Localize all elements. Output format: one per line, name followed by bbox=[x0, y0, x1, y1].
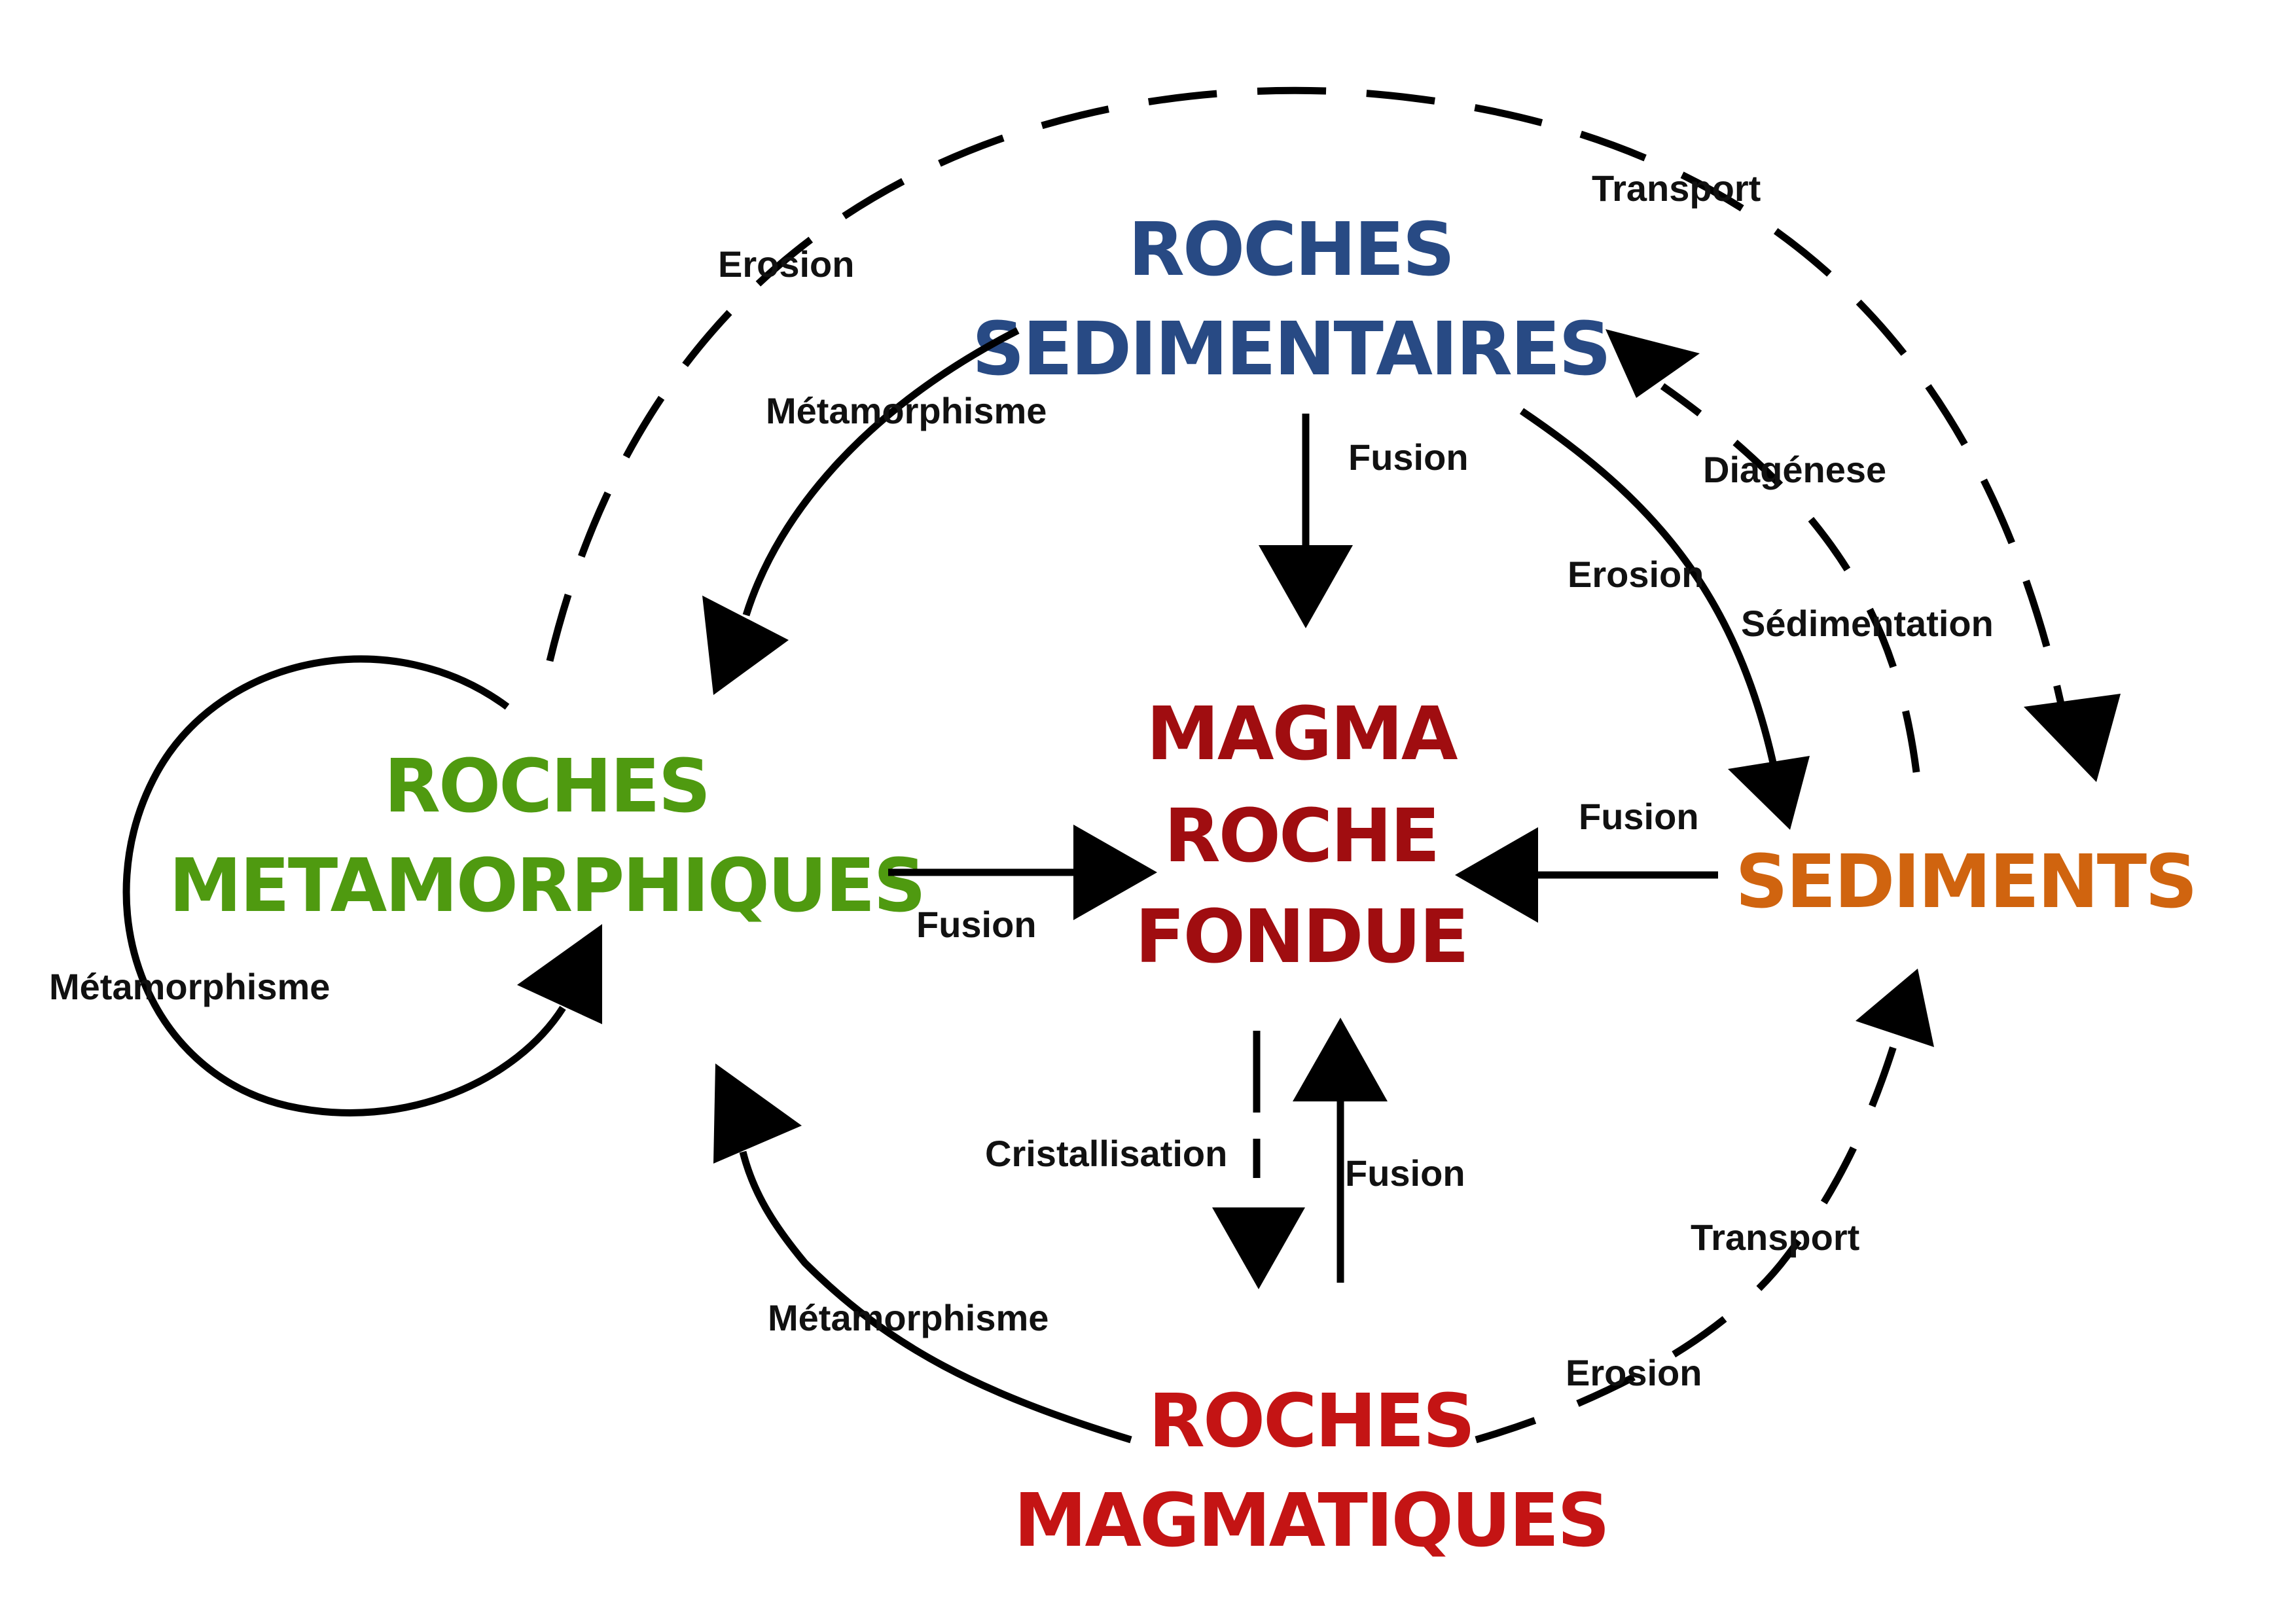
edge-sed-to-meta bbox=[702, 327, 1020, 695]
label-fusion-sed-magma: Fusion bbox=[1348, 437, 1469, 478]
node-roches-sedimentaires: ROCHES SEDIMENTAIRES bbox=[972, 207, 1611, 392]
node-roches-metamorphiques: ROCHES METAMORPHIQUES bbox=[169, 744, 926, 929]
node-magma: MAGMA ROCHE FONDUE bbox=[1135, 692, 1469, 980]
node-sedimentaires-line2: SEDIMENTAIRES bbox=[972, 307, 1609, 392]
node-metamorphiques-line1: ROCHES bbox=[384, 744, 709, 829]
edge-meta-to-magma bbox=[888, 825, 1157, 920]
sed-to-sediments-line bbox=[1519, 408, 1778, 767]
node-magmatiques-line1: ROCHES bbox=[1149, 1379, 1474, 1464]
sediments-to-sed-arrowhead bbox=[1605, 329, 1700, 398]
label-fusion-meta-magma: Fusion bbox=[916, 904, 1037, 945]
node-magma-line1: MAGMA bbox=[1146, 692, 1458, 777]
sed-to-meta-arrowhead bbox=[702, 596, 789, 695]
node-sediments-line1: SEDIMENTS bbox=[1735, 840, 2196, 925]
node-magmatiques-line2: MAGMATIQUES bbox=[1014, 1478, 1608, 1563]
label-erosion-lower: Erosion bbox=[1566, 1352, 1702, 1393]
label-transport-outer: Transport bbox=[1592, 168, 1761, 209]
meta-self-loop-arrowhead bbox=[517, 924, 602, 1024]
label-sedimentation: Sédimentation bbox=[1741, 603, 1994, 644]
edge-sediments-to-sed bbox=[1605, 329, 1920, 773]
meta-self-loop-line bbox=[122, 655, 566, 1116]
edge-mag-to-sediments bbox=[1475, 969, 1934, 1444]
label-erosion-sed-sediments: Erosion bbox=[1568, 554, 1704, 595]
meta-to-magma-arrowhead bbox=[1073, 825, 1157, 920]
label-cristallisation: Cristallisation bbox=[985, 1133, 1227, 1174]
sediments-to-magma-arrowhead bbox=[1455, 827, 1538, 923]
edge-outer-erosion-transport bbox=[546, 86, 2121, 782]
node-magma-line2: ROCHE bbox=[1164, 794, 1439, 879]
magma-to-magmatiques-arrowhead bbox=[1212, 1207, 1305, 1289]
label-fusion-mag-magma: Fusion bbox=[1345, 1152, 1465, 1194]
node-metamorphiques-line2: METAMORPHIQUES bbox=[169, 844, 924, 929]
label-transport-lower: Transport bbox=[1691, 1217, 1859, 1258]
sed-to-meta-line bbox=[742, 327, 1020, 616]
label-metamorphisme-sed-meta: Métamorphisme bbox=[766, 390, 1047, 431]
sed-to-magma-arrowhead bbox=[1259, 545, 1353, 628]
magmatiques-to-magma-arrowhead bbox=[1293, 1018, 1388, 1101]
mag-to-sediments-line bbox=[1475, 1020, 1905, 1444]
label-diagenese: Diagénese bbox=[1703, 449, 1886, 490]
edge-magmatiques-to-magma bbox=[1293, 1018, 1388, 1283]
sed-to-sediments-arrowhead bbox=[1728, 756, 1810, 830]
label-metamorphisme-self-loop: Métamorphisme bbox=[49, 966, 330, 1007]
edge-sed-to-magma bbox=[1259, 414, 1353, 628]
node-magma-line3: FONDUE bbox=[1135, 895, 1467, 980]
sediments-to-sed-line bbox=[1660, 383, 1920, 773]
label-erosion-outer: Erosion bbox=[718, 243, 854, 285]
outer-arc-arrowhead bbox=[2024, 694, 2121, 782]
edge-meta-self-loop bbox=[122, 655, 602, 1116]
label-metamorphisme-mag-meta: Métamorphisme bbox=[768, 1297, 1049, 1338]
edge-mag-to-meta bbox=[713, 1063, 1132, 1444]
mag-to-meta-line bbox=[739, 1150, 1132, 1444]
edge-magma-to-magmatiques bbox=[1212, 1031, 1305, 1289]
mag-to-meta-arrowhead bbox=[713, 1063, 802, 1164]
edge-sediments-to-magma bbox=[1455, 827, 1718, 923]
node-sedimentaires-line1: ROCHES bbox=[1128, 207, 1454, 293]
mag-to-sediments-arrowhead bbox=[1856, 969, 1934, 1047]
label-fusion-sediments-magma: Fusion bbox=[1579, 796, 1699, 837]
node-roches-magmatiques: ROCHES MAGMATIQUES bbox=[1014, 1379, 1610, 1563]
node-sediments: SEDIMENTS bbox=[1735, 840, 2198, 925]
edge-sed-to-sediments bbox=[1519, 408, 1810, 830]
